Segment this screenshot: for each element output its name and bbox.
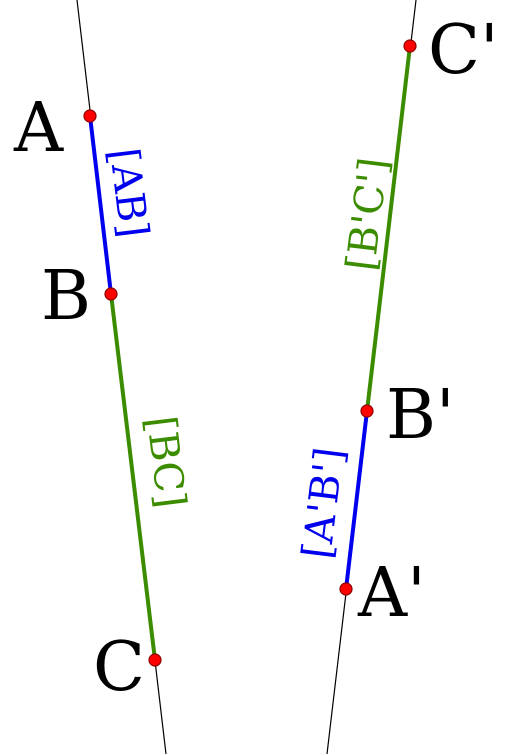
right-segment-ab-label: [A'B']	[294, 445, 353, 561]
left-segment-ab-label: [AB]	[100, 146, 157, 240]
right-figure: C' B' A' [B'C'] [A'B']	[294, 0, 499, 754]
right-point-b	[360, 404, 374, 418]
left-point-c	[148, 653, 162, 667]
right-point-b-label: B'	[386, 376, 455, 455]
left-segment-bc	[109, 293, 157, 661]
right-segment-bc	[365, 45, 412, 412]
right-segment-bc-label: [B'C']	[338, 155, 397, 273]
left-point-a-label: A	[13, 89, 64, 168]
right-point-c-label: C'	[428, 11, 499, 90]
left-segment-bc-label: [BC]	[137, 414, 194, 511]
left-point-c-label: C	[93, 628, 145, 707]
left-figure: A B C [AB] [BC]	[13, 0, 194, 754]
right-point-a	[339, 582, 353, 596]
right-segment-ab	[344, 410, 369, 590]
right-point-a-label: A'	[357, 554, 426, 633]
left-point-b	[104, 287, 118, 301]
left-point-a	[83, 109, 97, 123]
left-segment-ab	[88, 115, 113, 295]
right-point-c	[403, 39, 417, 53]
left-point-b-label: B	[41, 257, 91, 336]
